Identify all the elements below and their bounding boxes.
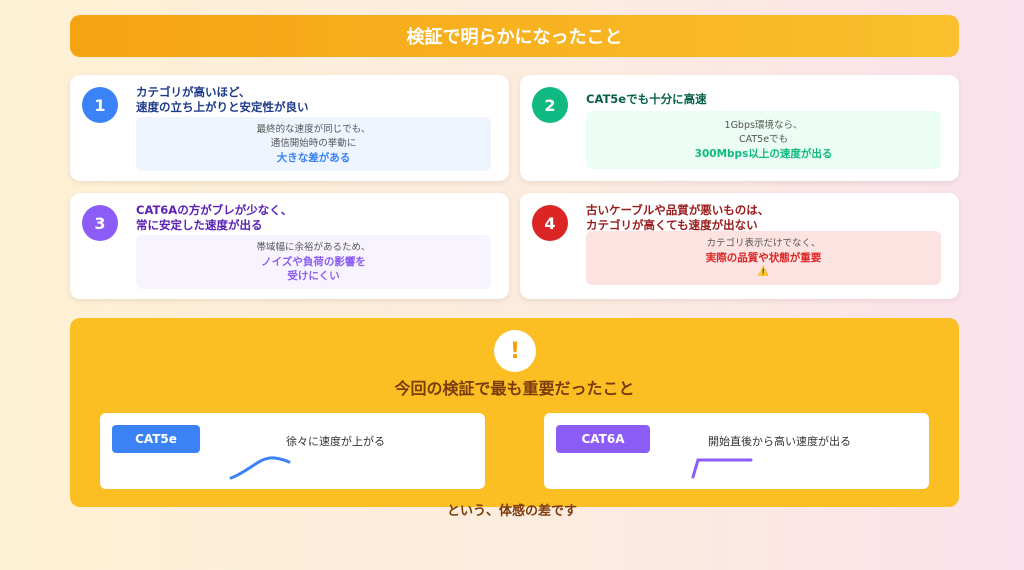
finding-text: 1Gbps環境なら、 [724, 120, 803, 131]
cat5e-description: 徐々に速度が上がる [286, 435, 385, 448]
exclamation-icon: ! [494, 330, 536, 372]
finding-title: 常に安定した速度が出る [136, 218, 263, 232]
summary-footer: という、体感の差です [446, 504, 577, 519]
finding-text: 通信開始時の挙動に [270, 138, 357, 149]
finding-text: 最終的な速度が同じでも、 [256, 124, 371, 135]
finding-text: 帯域幅に余裕があるため、 [256, 242, 371, 253]
finding-card-3: 3 CAT6Aの方がブレが少なく、常に安定した速度が出る 帯域幅に余裕があるため… [70, 193, 509, 299]
summary-panel: ! 今回の検証で最も重要だったこと CAT5e 徐々に速度が上がる CAT6A … [70, 318, 959, 507]
finding-card-1: 1 カテゴリが高いほど、速度の立ち上がりと安定性が良い 最終的な速度が同じでも、… [70, 75, 509, 181]
cat6a-description: 開始直後から高い速度が出る [708, 435, 851, 448]
cat5e-comparison: CAT5e 徐々に速度が上がる [100, 413, 485, 489]
finding-text: CAT5eでも [738, 134, 789, 145]
finding-title: CAT6Aの方がブレが少なく、 [136, 203, 293, 217]
cat5e-tag: CAT5e [112, 425, 200, 453]
gradual-curve-icon [229, 456, 291, 480]
finding-highlight: 大きな差がある [276, 152, 351, 164]
finding-card-2: 2 CAT5eでも十分に高速 1Gbps環境なら、 CAT5eでも 300Mbps以… [520, 75, 959, 181]
number-badge: 1 [82, 87, 118, 123]
finding-highlight: 300Mbps以上の速度が出る [694, 148, 833, 160]
finding-highlight: 受けにくい [287, 270, 340, 282]
finding-title: CAT5eでも十分に高速 [586, 92, 707, 106]
finding-card-4: 4 古いケーブルや品質が悪いものは、カテゴリが高くても速度が出ない カテゴリ表示… [520, 193, 959, 299]
finding-title: 速度の立ち上がりと安定性が良い [136, 100, 309, 114]
finding-text: カテゴリ表示だけでなく、 [706, 238, 821, 249]
warning-icon: ⚠️ [757, 267, 770, 277]
page-title: 検証で明らかになったこと [70, 15, 959, 57]
number-badge: 2 [532, 87, 568, 123]
number-badge: 4 [532, 205, 568, 241]
finding-highlight: 実際の品質や状態が重要 [705, 252, 822, 264]
summary-title: 今回の検証で最も重要だったこと [394, 379, 635, 398]
cat6a-tag: CAT6A [556, 425, 650, 453]
number-badge: 3 [82, 205, 118, 241]
instant-curve-icon [691, 458, 753, 479]
finding-title: 古いケーブルや品質が悪いものは、 [586, 203, 770, 217]
cat6a-comparison: CAT6A 開始直後から高い速度が出る [544, 413, 929, 489]
finding-title: カテゴリが高くても速度が出ない [586, 218, 758, 232]
finding-highlight: ノイズや負荷の影響を [261, 256, 366, 268]
finding-title: カテゴリが高いほど、 [136, 85, 251, 99]
